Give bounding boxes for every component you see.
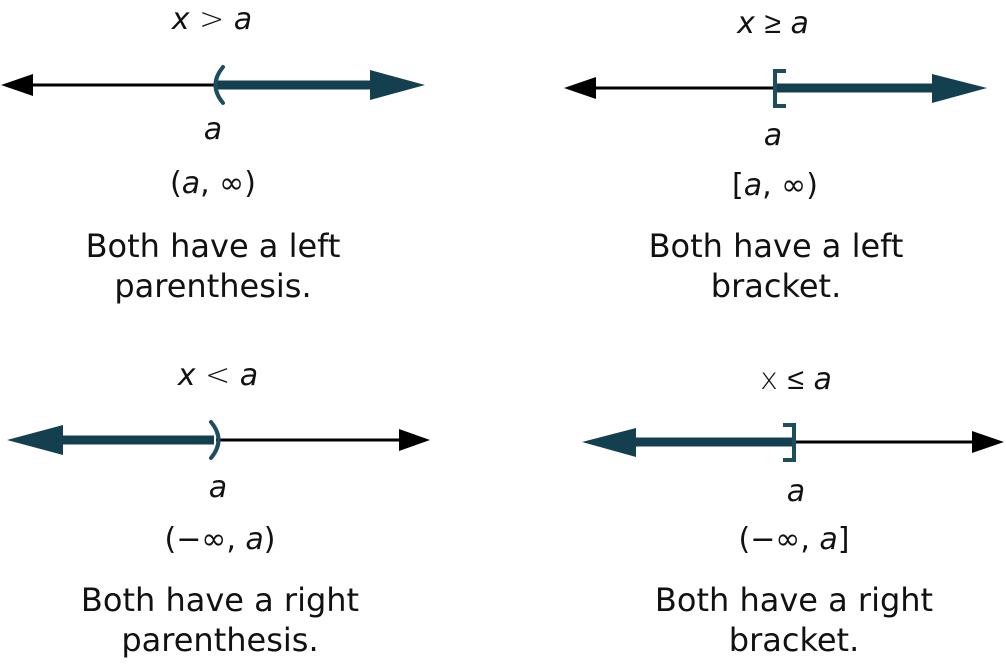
left-arrow-icon	[582, 428, 636, 457]
inequality-label: x < a	[177, 358, 259, 393]
right-arrow-icon	[932, 74, 987, 103]
description: Both have a right bracket.	[574, 580, 1006, 660]
interval-notation: (−∞, a]	[738, 522, 850, 557]
description-line-1: Both have a right	[80, 581, 360, 619]
description-line-1: Both have a left	[85, 227, 341, 265]
description-line-2: parenthesis.	[121, 621, 319, 659]
panel-less-than: x < a a (−∞, a) Both have a right parent…	[0, 350, 440, 672]
number-line	[564, 69, 987, 108]
panel-greater-than: x > a a (a, ∞) Both have a left parenthe…	[0, 0, 440, 336]
open-parenthesis-icon	[213, 65, 225, 105]
left-arrow-icon	[1, 74, 33, 96]
interval-notation: (−∞, a)	[164, 522, 276, 557]
description-line-2: parenthesis.	[114, 267, 312, 305]
endpoint-label: a	[763, 118, 783, 153]
number-line	[1, 65, 425, 105]
description-line-2: bracket.	[728, 621, 860, 659]
open-parenthesis-icon	[209, 420, 221, 460]
description-line-1: Both have a right	[654, 581, 934, 619]
number-line	[582, 423, 1004, 462]
interval-notation: (a, ∞)	[170, 166, 256, 201]
inequality-label: x ≥ a	[737, 6, 809, 41]
panel-greater-equal: x ≥ a a [a, ∞) Both have a left bracket.	[560, 0, 1000, 336]
endpoint-label: a	[786, 474, 806, 509]
left-arrow-icon	[7, 425, 63, 455]
closed-bracket-icon	[773, 69, 786, 108]
description: Both have a right parenthesis.	[0, 580, 440, 660]
closed-bracket-icon	[783, 423, 796, 462]
description: Both have a left bracket.	[556, 226, 996, 306]
left-arrow-icon	[564, 77, 596, 99]
inequality-label: x ≤ a	[760, 362, 832, 397]
panel-less-equal: x ≤ a a (−∞, a] Both have a right bracke…	[566, 350, 1006, 672]
endpoint-label: a	[203, 112, 223, 147]
endpoint-label: a	[208, 470, 228, 505]
right-arrow-icon	[399, 429, 430, 451]
description-line-1: Both have a left	[648, 227, 904, 265]
number-line	[7, 420, 430, 460]
interval-notation: [a, ∞)	[732, 168, 818, 203]
inequality-label: x > a	[171, 2, 253, 37]
right-arrow-icon	[370, 70, 425, 100]
description: Both have a left parenthesis.	[0, 226, 433, 306]
description-line-2: bracket.	[710, 267, 842, 305]
right-arrow-icon	[972, 431, 1004, 453]
